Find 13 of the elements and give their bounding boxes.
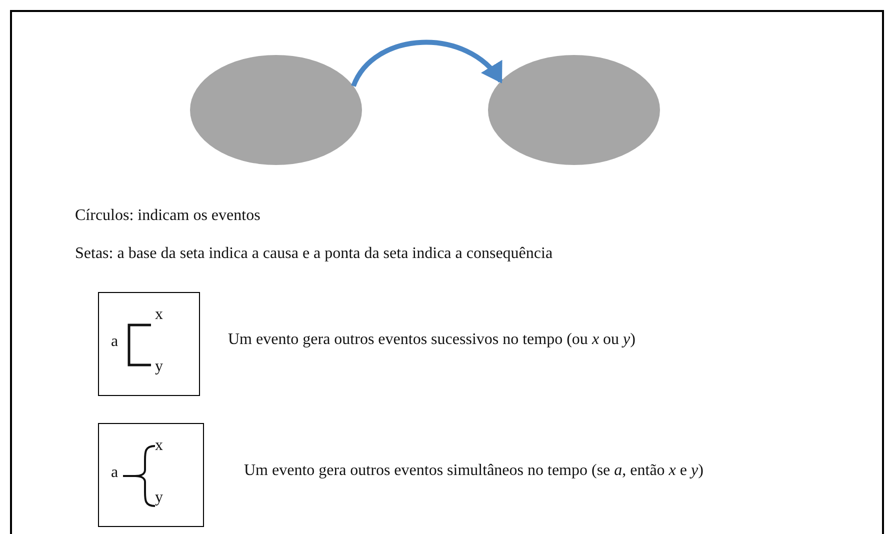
variable-label: y <box>155 490 163 506</box>
curved-arrow <box>351 40 503 88</box>
variable-label: a <box>111 465 118 481</box>
variable-label: x <box>155 307 163 323</box>
notation-box <box>98 292 200 396</box>
description-text: Um evento gera outros eventos sucessivos no tempo (ou x ou y) <box>228 332 636 348</box>
legend-text: Círculos: indicam os eventos <box>75 208 260 224</box>
legend-text: Setas: a base da seta indica a causa e a ponta da seta indica a consequência <box>75 246 553 262</box>
variable-label: x <box>155 438 163 454</box>
variable-label: y <box>155 359 163 375</box>
description-text: Um evento gera outros eventos simultâneos no tempo (se a, então x e y) <box>244 463 704 479</box>
notation-box <box>98 423 204 527</box>
variable-label: a <box>111 334 118 350</box>
